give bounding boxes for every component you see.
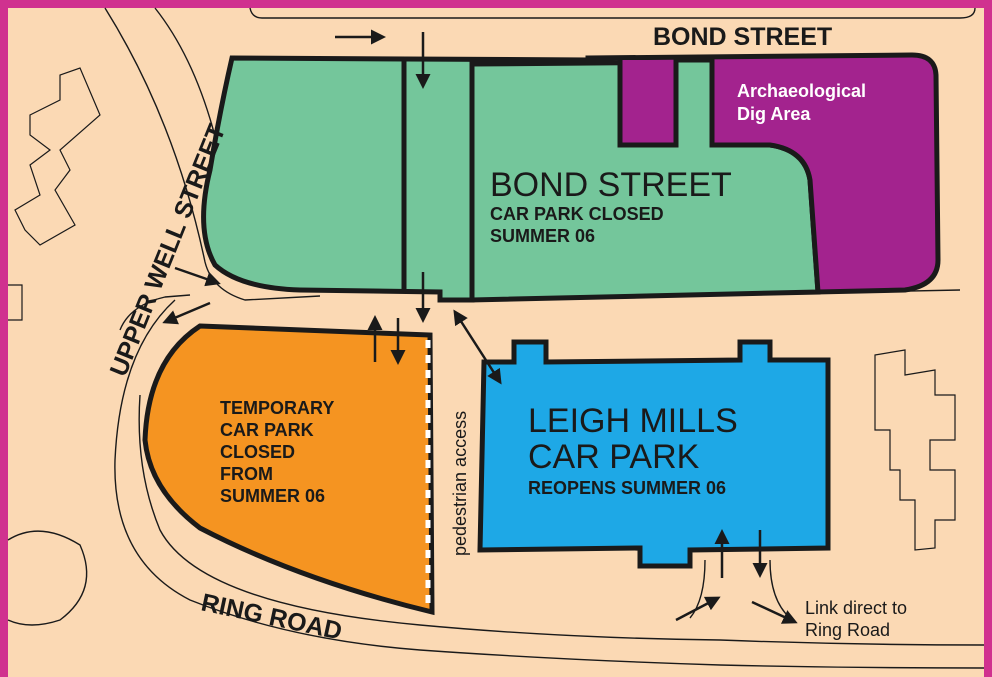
temp-car-park-line5: SUMMER 06 xyxy=(220,486,325,506)
bond-street-car-park-line2: SUMMER 06 xyxy=(490,226,595,246)
arrow-in-ring xyxy=(675,596,721,622)
temp-car-park-line3: CLOSED xyxy=(220,442,295,462)
bond-street-car-park-line1: CAR PARK CLOSED xyxy=(490,204,664,224)
leigh-mills-title-line1: LEIGH MILLS xyxy=(528,402,738,440)
bond-street-strip xyxy=(676,60,712,146)
arrow-in-upper-well xyxy=(174,266,221,287)
arrow-pedestrian-diagonal xyxy=(453,309,502,385)
leigh-mills-subtitle: REOPENS SUMMER 06 xyxy=(528,478,726,498)
leigh-mills-title-line2: CAR PARK xyxy=(528,438,700,476)
arrow-out-ring xyxy=(751,600,798,624)
traffic-arrows xyxy=(162,29,798,624)
pedestrian-access-label: pedestrian access xyxy=(450,411,470,556)
dig-area-line1: Archaeological xyxy=(737,81,866,101)
temp-car-park-line2: CAR PARK xyxy=(220,420,314,440)
temporary-car-park-area xyxy=(142,323,435,616)
link-direct-line2: Ring Road xyxy=(805,620,890,640)
bond-street-label: BOND STREET xyxy=(653,23,832,51)
temp-car-park-line4: FROM xyxy=(220,464,273,484)
leigh-mills-car-park-area xyxy=(477,339,831,569)
temp-car-park-line1: TEMPORARY xyxy=(220,398,334,418)
dig-area-line2: Dig Area xyxy=(737,104,811,124)
bond-street-car-park-title: BOND STREET xyxy=(490,166,732,204)
arrow-out-upper-well xyxy=(162,301,211,325)
bond-street-car-park-area xyxy=(201,55,591,303)
building-outlines xyxy=(8,67,956,551)
dig-notch xyxy=(617,60,679,148)
link-direct-line1: Link direct to xyxy=(805,598,907,618)
